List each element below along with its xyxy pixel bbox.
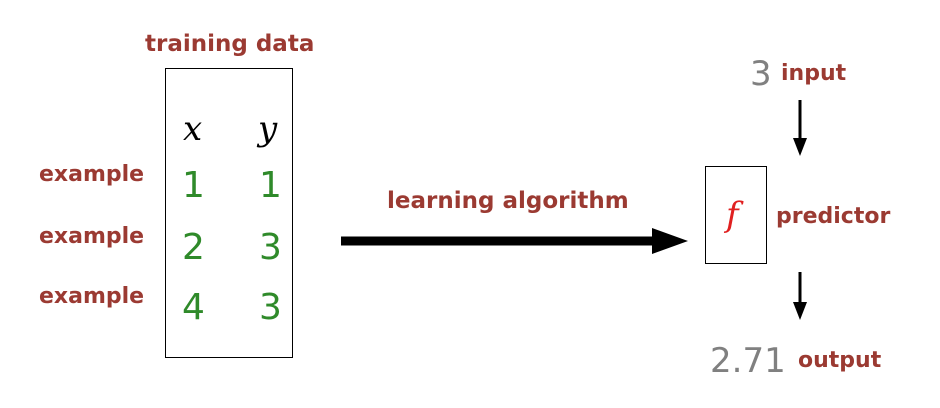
training-data-title: training data xyxy=(145,31,315,57)
example-x-value: 4 xyxy=(182,287,205,328)
column-header-x: x xyxy=(183,109,203,149)
learning-algorithm-label: learning algorithm xyxy=(387,188,629,214)
predictor-label: predictor xyxy=(776,204,891,229)
example-y-value: 1 xyxy=(259,165,282,206)
example-label: example xyxy=(39,162,145,187)
learning-algorithm-arrow xyxy=(341,228,688,254)
example-y-value: 3 xyxy=(259,227,282,268)
predictor-function-symbol: f xyxy=(726,195,739,235)
predictor-box xyxy=(705,166,767,264)
input-value: 3 xyxy=(750,54,772,94)
example-y-value: 3 xyxy=(259,287,282,328)
example-x-value: 2 xyxy=(182,227,205,268)
example-label: example xyxy=(39,284,145,309)
output-value: 2.71 xyxy=(710,341,786,381)
column-header-y: y xyxy=(258,109,278,149)
input-label: input xyxy=(781,61,847,86)
training-data-table xyxy=(165,68,293,358)
example-label: example xyxy=(39,224,145,249)
example-x-value: 1 xyxy=(182,165,205,206)
output-arrow xyxy=(793,272,807,320)
input-arrow xyxy=(793,100,807,156)
output-label: output xyxy=(798,348,882,373)
